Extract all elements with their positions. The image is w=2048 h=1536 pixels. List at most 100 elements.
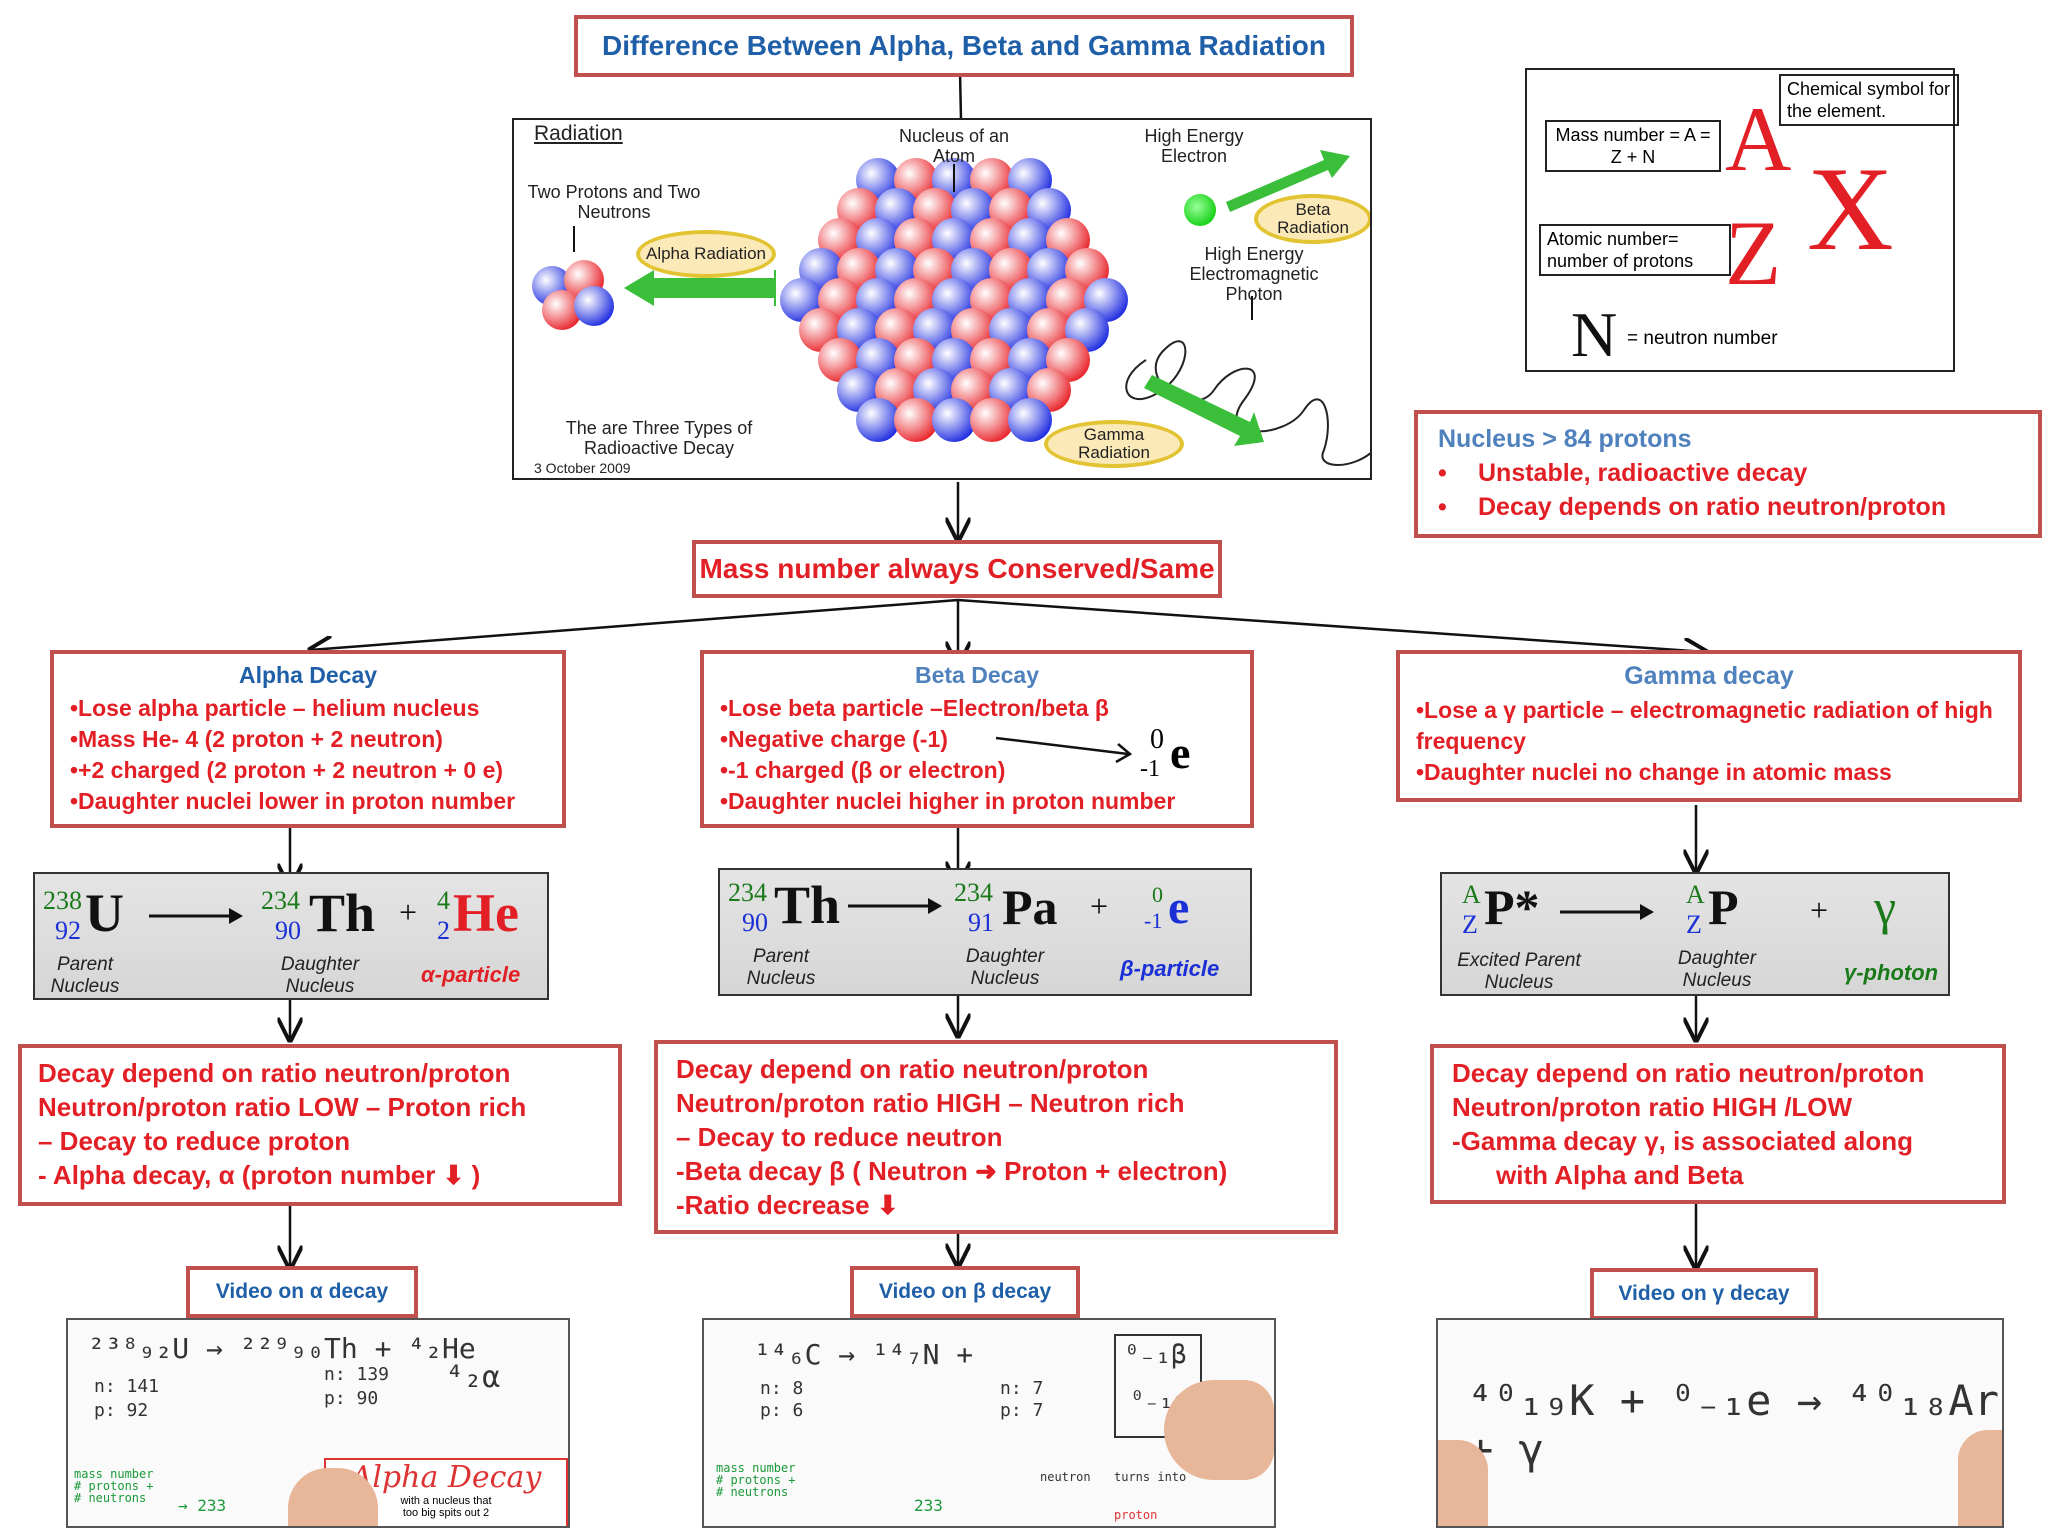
- alpha-info-box: Alpha Decay •Lose alpha particle – heliu…: [50, 650, 566, 828]
- alpha-particle-number: 2: [437, 916, 450, 945]
- alpha-arrow-icon: [149, 908, 243, 924]
- mass-number-label: Mass number = A = Z + N: [1545, 120, 1721, 172]
- hand-shape: [288, 1468, 378, 1526]
- nucleus-item: •Decay depends on ratio neutron/proton: [1438, 493, 1947, 521]
- beta-ratio-line: – Decay to reduce neutron: [676, 1122, 1003, 1152]
- gamma-radiation-oval: Gamma Radiation: [1044, 420, 1184, 468]
- alpha-parent-number: 92: [55, 916, 81, 945]
- gamma-parent-symbol: P*: [1484, 879, 1540, 935]
- beta-video-mass: mass number # protons + # neutrons: [716, 1461, 796, 1499]
- beta-electron-number: -1: [1140, 756, 1160, 782]
- alpha-daughter-symbol: Th: [309, 883, 376, 943]
- alpha-video-value: → 233: [178, 1496, 227, 1515]
- gamma-heading: Gamma decay: [1624, 662, 1794, 690]
- gamma-info-box: Gamma decay •Lose a γ particle – electro…: [1396, 650, 2022, 802]
- right-arrow-icon: ➜: [975, 1156, 997, 1186]
- beta-video-n2: n: 7: [1000, 1378, 1044, 1399]
- nucleus-heading: Nucleus > 84 protons: [1438, 425, 1692, 453]
- alpha-item: •Daughter nuclei lower in proton number: [70, 788, 516, 814]
- alpha-video-thumbnail[interactable]: ²³⁸₉₂U → ²²⁹₉₀Th + ⁴₂He n: 141 p: 92 n: …: [66, 1318, 570, 1528]
- gamma-parent-mass: A: [1462, 880, 1481, 909]
- alpha-item: •Lose alpha particle – helium nucleus: [70, 695, 480, 721]
- gamma-video-thumbnail[interactable]: ⁴⁰₁₉K + ⁰₋₁e → ⁴⁰₁₈Ar + γ: [1436, 1318, 2004, 1528]
- symbol-A: A: [1725, 88, 1792, 190]
- gamma-ratio-box: Decay depend on ratio neutron/proton Neu…: [1430, 1044, 2006, 1204]
- beta-ratio-box: Decay depend on ratio neutron/proton Neu…: [654, 1040, 1338, 1234]
- beta-info-box: Beta Decay •Lose beta particle –Electron…: [700, 650, 1254, 828]
- radiation-heading: Radiation: [534, 122, 623, 145]
- electron-label: High Energy Electron: [1144, 126, 1244, 166]
- alpha-particle-symbol: He: [453, 883, 519, 943]
- beta-ratio-line: Decay depend on ratio neutron/proton: [676, 1054, 1149, 1084]
- gamma-ratio-line: Decay depend on ratio neutron/proton: [1452, 1058, 1925, 1088]
- nucleus-info-box: Nucleus > 84 protons •Unstable, radioact…: [1414, 410, 2042, 538]
- beta-video-p2: p: 7: [1000, 1400, 1044, 1421]
- alpha-ratio-line: Neutron/proton ratio LOW – Proton rich: [38, 1092, 527, 1122]
- nucleon: [970, 398, 1014, 442]
- gamma-item: •Daughter nuclei no change in atomic mas…: [1416, 759, 1892, 785]
- symbol-X: X: [1807, 142, 1894, 275]
- radiation-caption: The are Three Types of Radioactive Decay: [565, 418, 753, 458]
- beta-video-p: p: 6: [760, 1400, 804, 1421]
- beta-equation: 234 90 Th 234 91 Pa + 0 -1 e Parent Nucl…: [718, 868, 1252, 996]
- beta-video-turns: turns into: [1114, 1470, 1187, 1484]
- beta-video-n: n: 8: [760, 1378, 804, 1399]
- hand-shape: [1164, 1380, 1274, 1480]
- conserved-label: Mass number always Conserved/Same: [699, 553, 1215, 584]
- down-arrow-icon: ⬇: [876, 1190, 899, 1220]
- alpha-daughter-number: 90: [275, 916, 301, 945]
- nucleon: [932, 398, 976, 442]
- beta-arrow-icon: [848, 898, 942, 914]
- beta-ratio-line: -Beta decay β ( Neutron ➜ Proton + elect…: [676, 1156, 1228, 1186]
- nucleon: [1008, 398, 1052, 442]
- hand-shape: [1438, 1440, 1488, 1526]
- gamma-parent-number: Z: [1462, 910, 1478, 939]
- alpha-video-equation: ²³⁸₉₂U → ²²⁹₉₀Th + ⁴₂He: [88, 1332, 476, 1365]
- notation-image: Mass number = A = Z + N Chemical symbol …: [1525, 68, 1959, 372]
- alpha-video-n: n: 141: [94, 1376, 160, 1397]
- beta-daughter-mass: 234: [954, 878, 993, 907]
- alpha-parent-caption: Parent Nucleus: [50, 954, 120, 997]
- gamma-ratio-line: with Alpha and Beta: [1496, 1160, 1744, 1190]
- beta-video-thumbnail[interactable]: ¹⁴₆C → ¹⁴₇N + n: 8 p: 6 n: 7 p: 7 ⁰₋₁β ⁰…: [702, 1318, 1276, 1528]
- alpha-plus: +: [399, 894, 418, 930]
- beta-ratio-line: -Ratio decrease ⬇: [676, 1190, 899, 1220]
- alpha-video-alpha: ⁴₂α: [446, 1360, 501, 1395]
- alpha-particle-mass: 4: [437, 886, 450, 915]
- gamma-photon-caption: γ-photon: [1844, 960, 1939, 985]
- nucleon: [894, 398, 938, 442]
- alpha-ratio-line: Decay depend on ratio neutron/proton: [38, 1058, 511, 1088]
- beta-video-label: Video on β decay: [850, 1266, 1080, 1318]
- gamma-video-equation: ⁴⁰₁₉K + ⁰₋₁e → ⁴⁰₁₈Ar + γ: [1468, 1376, 2000, 1474]
- gamma-daughter-caption: Daughter Nucleus: [1677, 948, 1757, 991]
- beta-plus: +: [1090, 888, 1109, 924]
- alpha-video-p: p: 92: [94, 1400, 149, 1421]
- alpha-video-p2: p: 90: [324, 1388, 379, 1409]
- beta-video-equation: ¹⁴₆C → ¹⁴₇N +: [754, 1338, 974, 1371]
- nucleus-item: •Unstable, radioactive decay: [1438, 459, 1808, 487]
- alpha-equation: 238 92 U 234 90 Th + 4 2 He Parent Nucle…: [33, 872, 549, 1000]
- beta-electron-mass: 0: [1150, 724, 1164, 755]
- alpha-parent-symbol: U: [85, 883, 124, 943]
- symbol-N: N: [1571, 299, 1618, 370]
- gamma-daughter-symbol: P: [1708, 879, 1739, 935]
- radiation-image: Radiation Nucleus of an Atom High Energy…: [512, 118, 1372, 480]
- gamma-ratio-line: Neutron/proton ratio HIGH /LOW: [1452, 1092, 1853, 1122]
- beta-particle-symbol: e: [1168, 881, 1190, 934]
- alpha-video-mass: mass number # protons + # neutrons: [74, 1467, 154, 1505]
- beta-particle-mass: 0: [1152, 882, 1163, 907]
- alpha-daughter-mass: 234: [261, 886, 300, 915]
- alpha-radiation-oval: Alpha Radiation: [636, 230, 776, 278]
- beta-item: •Negative charge (-1): [720, 726, 948, 752]
- beta-pointer-arrow: [995, 736, 1133, 764]
- gamma-item: •Lose a γ particle – electromagnetic rad…: [1416, 697, 1993, 754]
- beta-particle-number: -1: [1144, 908, 1163, 933]
- radiation-date: 3 October 2009: [534, 460, 631, 476]
- alpha-video-label: Video on α decay: [186, 1266, 418, 1318]
- beta-video-neutron: neutron: [1040, 1470, 1091, 1484]
- hand-shape: [1958, 1430, 2002, 1526]
- beta-item: •Daughter nuclei higher in proton number: [720, 788, 1176, 814]
- beta-particle-caption: β-particle: [1120, 956, 1220, 981]
- beta-radiation-oval: Beta Radiation: [1254, 194, 1370, 244]
